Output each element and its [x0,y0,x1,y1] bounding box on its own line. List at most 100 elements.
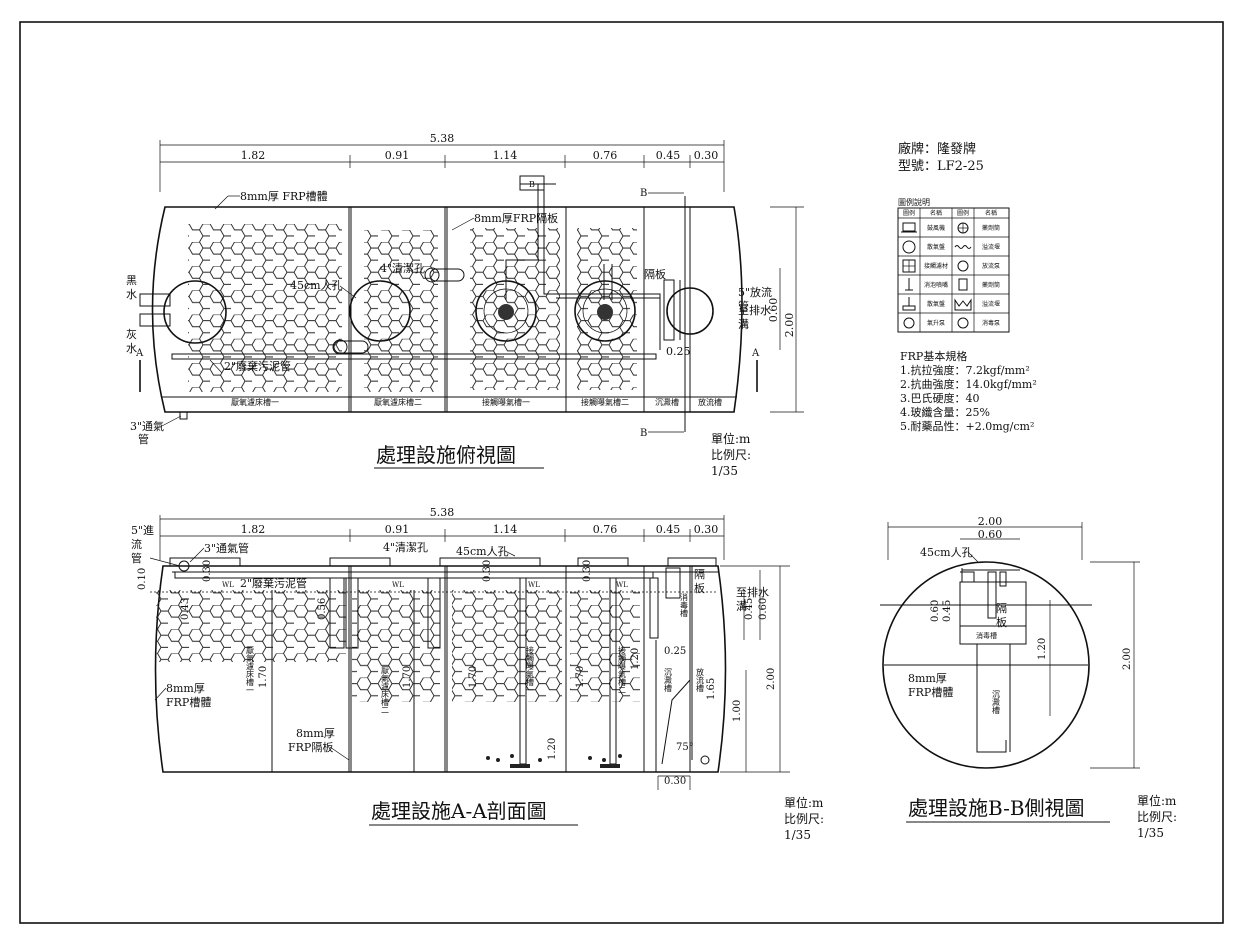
bb-scale-val: 1/35 [1137,826,1164,840]
plan-dim-060: 0.60 [767,298,780,323]
legend-blower-icon [901,222,917,233]
aa-dim-100: 1.00 [732,700,743,722]
plan-comp-2: 厭氧濾床槽二 [374,397,422,407]
plan-outlet-label: 5"放流 [738,285,772,299]
section-aa: 5.38 1.82 0.91 1.14 0.76 0.45 0.30 [131,506,824,842]
bb-partition-label: 隔 [996,602,1007,615]
legend-row-4-name-b: 藥劑筒 [982,281,1000,289]
bb-unit: 單位:m [1137,793,1177,808]
plan-frp-body-label: 8mm厚 FRP槽體 [240,190,328,203]
aa-inlet-label: 5"進 [131,524,154,537]
plan-manhole-1 [163,280,227,344]
bb-disinfect-label: 消毒槽 [976,631,997,640]
legend-row-1-name-b: 藥劑筒 [982,224,1000,232]
plan-seg-dim-1: 1.82 [241,149,266,162]
plan-sec-a-right: A [751,348,760,359]
plan-manhole-5 [666,287,714,335]
plan-comp-3: 接觸曝氣槽一 [482,397,530,407]
plan-media-3 [470,228,560,390]
plan-scale: 比例尺: [711,448,751,462]
aa-wl-2: WL [392,581,404,589]
aa-frp-plate-label: 8mm厚 [296,727,335,740]
aa-comp-5: 消毒槽 [680,592,689,618]
aa-seg-dim-5: 0.45 [656,523,681,536]
aa-media-1 [156,590,346,662]
aa-dim-170c: 1.70 [468,666,479,688]
aa-title: 處理設施A-A剖面圖 [371,799,547,823]
bb-title: 處理設施B-B側視圖 [908,796,1085,820]
legend-row-5-name-a: 散氣盤 [927,300,945,308]
plan-unit: 單位:m [711,431,751,446]
plan-blower-label: B [529,180,535,189]
plan-seg-dim-5: 0.45 [656,149,681,162]
bb-dim-045: 0.45 [942,600,953,622]
legend-table: 圖例 名稱 圖例 名稱 鼓風機 藥劑筒 散氣盤 溢流堰 接觸濾材 放流泵 消泡噴… [897,207,1010,333]
plan-outlet-label-2: 管 [738,299,749,313]
legend-chemical-icon [957,222,969,234]
aa-dim-angle: 75° [676,742,694,753]
aa-total-dim: 5.38 [430,506,455,519]
plan-sec-b-top: B [640,188,647,199]
legend-header-2: 名稱 [930,209,942,217]
legend-diffuser-icon [902,240,916,254]
bb-dim-top: 2.00 [978,515,1003,528]
bb-partition-label-2: 板 [996,615,1007,629]
aa-cleanout-label: 4"清潔孔 [383,540,428,554]
plan-tank-outline [151,206,743,413]
frp-spec-1: 1.抗拉強度：7.2kgf/mm² [900,363,1030,377]
plan-scale-val: 1/35 [711,464,738,478]
bb-tank-circle [882,561,1090,769]
title-block: 廠牌：隆發牌 型號：LF2-25 圖例說明 圖例 名稱 圖例 名稱 [897,141,1037,433]
aa-scale-val: 1/35 [784,828,811,842]
aa-frp-plate-label-2: FRP隔板 [288,740,333,754]
aa-media-4 [570,590,640,702]
frp-spec-2: 2.抗曲強度：14.0kgf/mm² [900,377,1037,391]
aa-inlet-label-2: 流 [131,537,142,551]
plan-dim-width: 2.00 [783,313,796,338]
aa-comp-6: 沉澱槽 [664,668,673,693]
plan-view: 5.38 1.82 0.91 1.14 0.76 0.45 0.30 [126,132,804,478]
legend-title: 圖例說明 [898,197,930,207]
bb-dim-120: 1.20 [1037,638,1048,660]
aa-inlet-label-3: 管 [131,551,142,565]
legend-nozzle-icon [905,278,913,291]
legend-weir-icon [954,245,972,249]
aa-frp-body-label-2: FRP槽體 [166,696,211,709]
frp-specs: FRP基本規格 1.抗拉強度：7.2kgf/mm² 2.抗曲強度：14.0kgf… [900,349,1037,433]
aa-dim-170d: 1.70 [575,666,586,688]
aa-dim-025: 0.25 [664,646,686,657]
plan-manhole-label: 45cm人孔 [290,279,343,292]
plan-seg-dim-6: 0.30 [694,149,719,162]
aa-media-2 [352,590,440,702]
plan-diffuser-2 [597,304,613,320]
plan-seg-dim-3: 1.14 [493,149,518,162]
aa-comp-1: 厭氣濾床槽一 [246,646,255,694]
plan-seg-dim-2: 0.91 [385,149,410,162]
aa-dim-030c: 0.30 [582,560,593,582]
plan-ditch-label: 至排水 [738,303,771,317]
plan-blower-box [519,175,545,191]
sheet-border [19,21,1224,924]
legend-airlift-icon [903,317,915,329]
plan-manhole-2 [349,280,411,342]
aa-dim-030d: 0.30 [664,776,686,787]
plan-cleanout-label: 4"清潔孔 [380,261,425,275]
aa-wl-1: WL [222,581,234,589]
aa-sludge-pipe [174,571,654,579]
plan-sludge-pipe [171,353,657,360]
aa-unit: 單位:m [784,795,824,810]
aa-dim-200: 2.00 [766,668,777,690]
aa-dim-120a: 1.20 [547,738,558,760]
aa-media-3 [452,590,562,702]
aa-dim-165: 1.65 [706,678,717,700]
legend-media-icon [902,259,916,273]
legend-disinfect-icon [957,317,969,329]
plan-frp-plate-label: 8mm厚FRP隔板 [474,211,558,225]
legend-row-3-name-a: 接觸濾材 [924,262,948,270]
aa-dim-120b: 1.20 [630,648,641,670]
aa-dim-043: 0.43 [180,598,191,620]
legend-row-6-name-b: 消毒泵 [982,319,1000,327]
legend-row-6-name-a: 氣升泵 [927,319,945,327]
bb-frp-body-label-2: FRP槽體 [908,686,953,699]
plan-comp-1: 厭氧濾床槽一 [231,397,279,407]
